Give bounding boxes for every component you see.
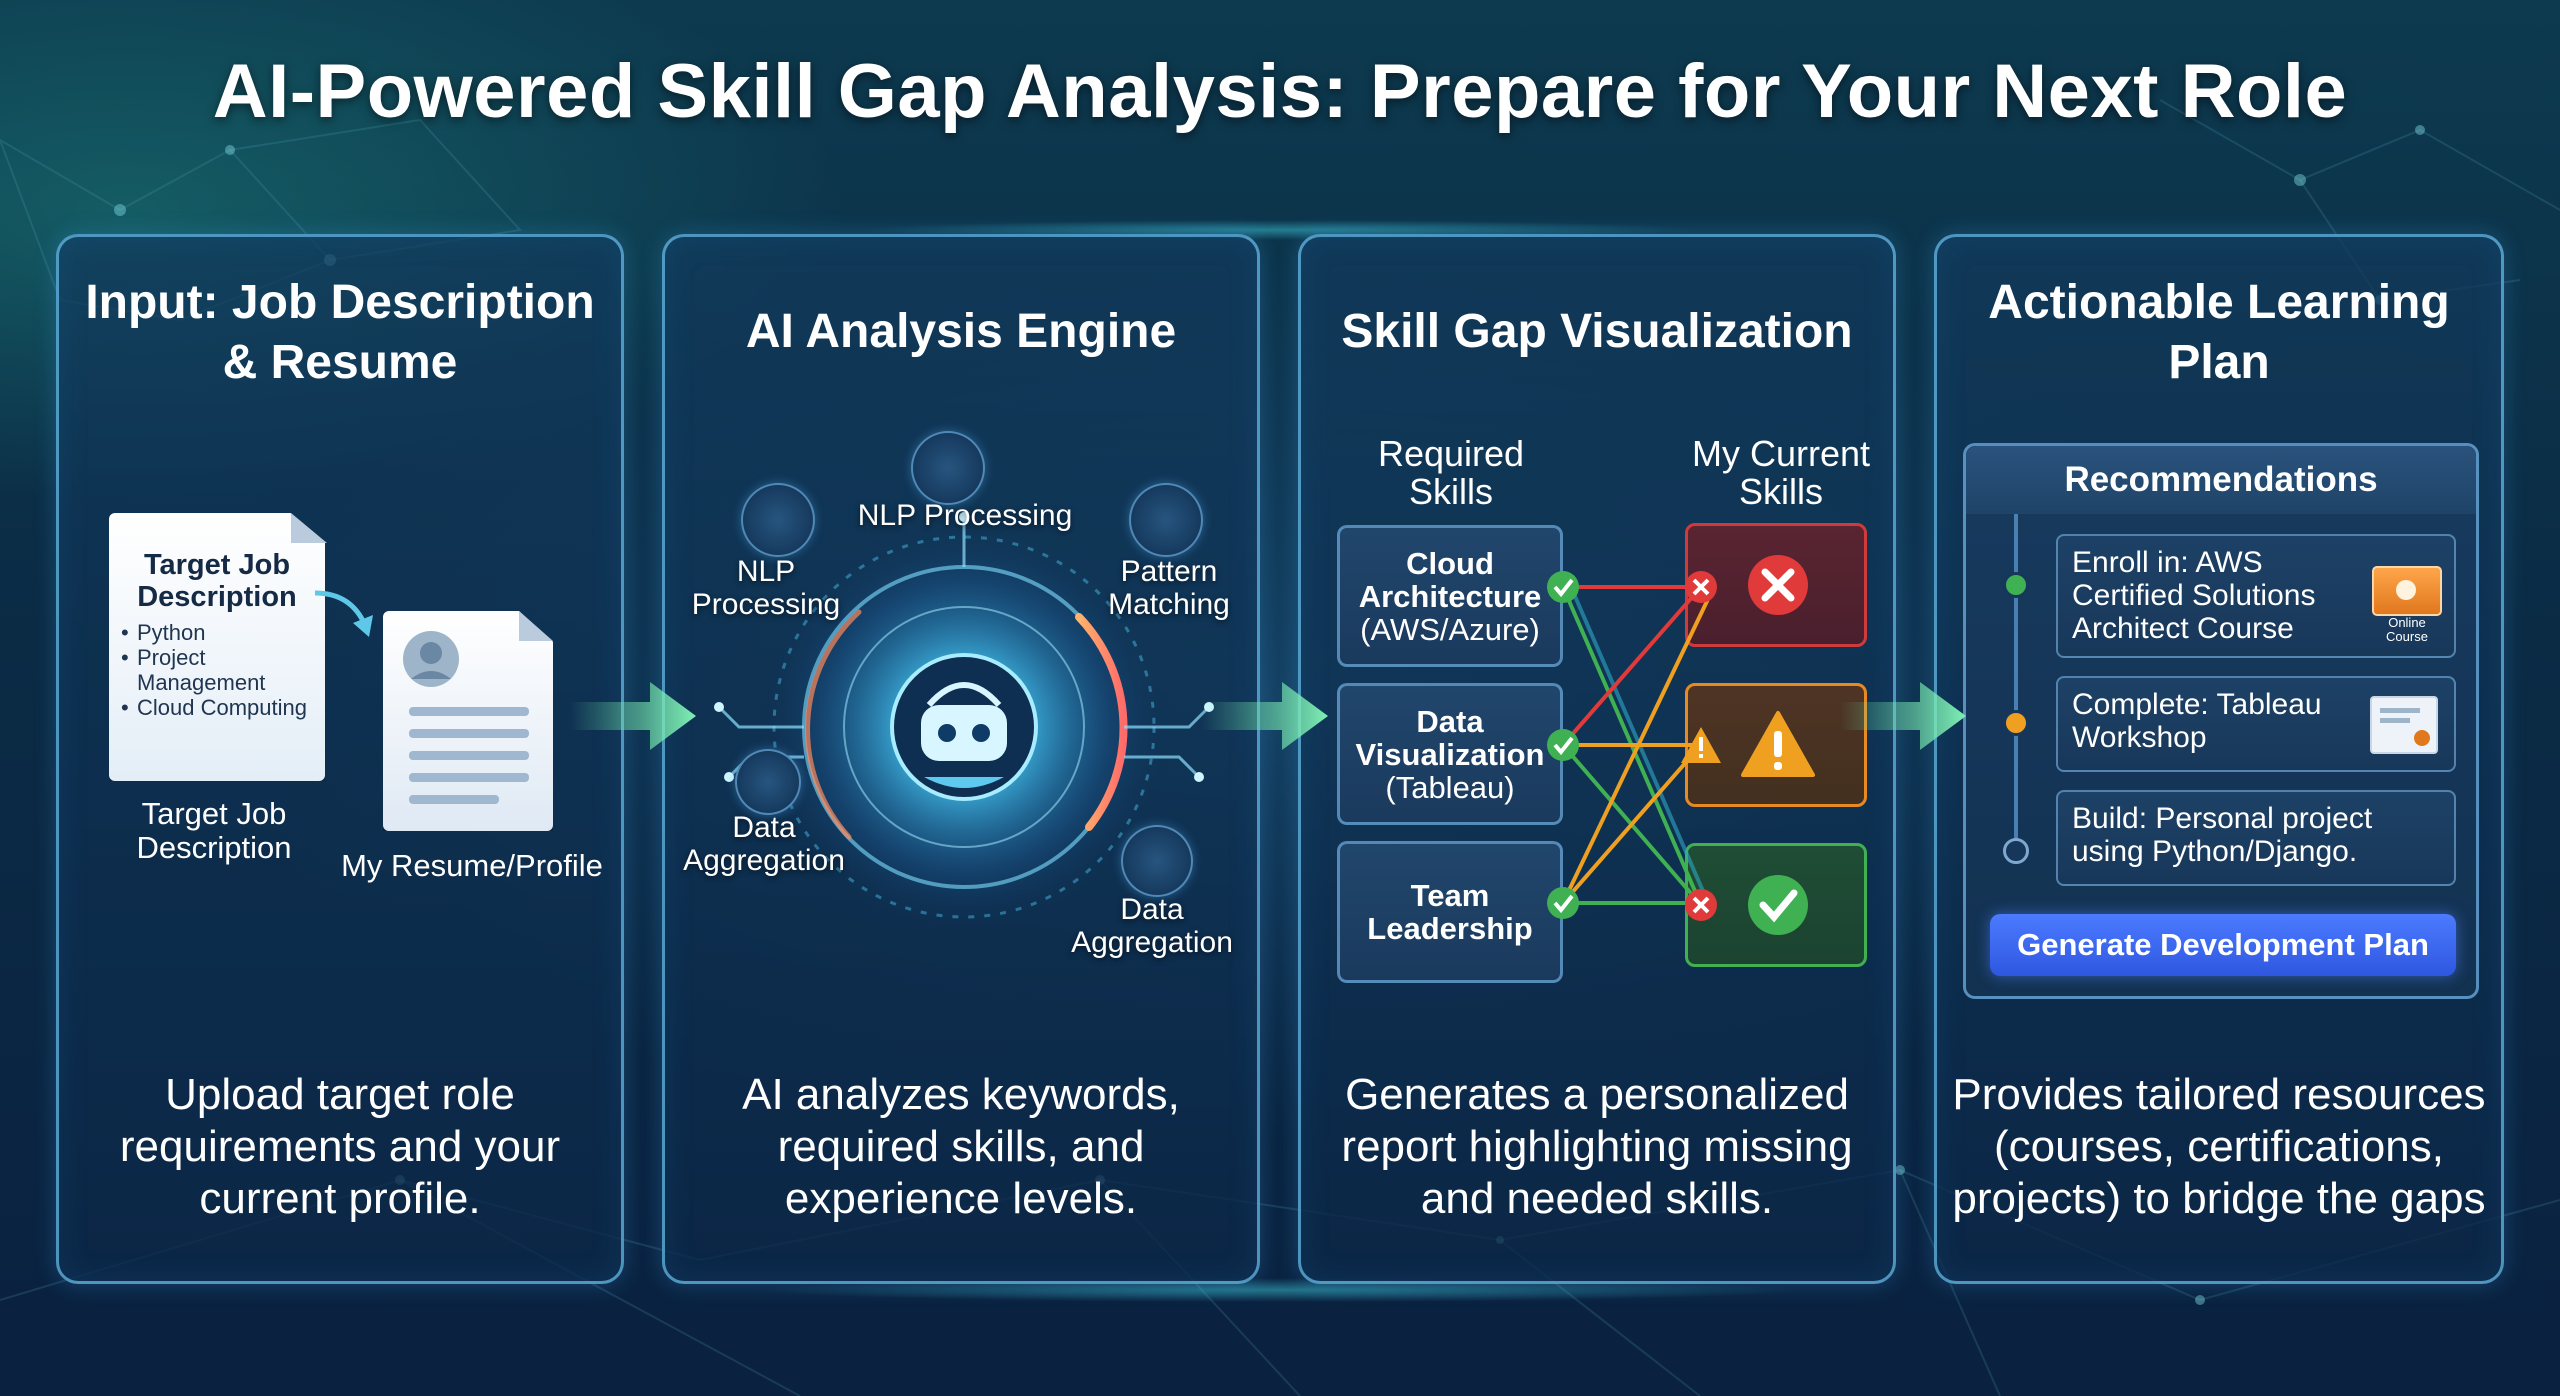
page-title: AI-Powered Skill Gap Analysis: Prepare f… (212, 49, 2348, 134)
job-doc-caption: Target Job Description (136, 796, 292, 865)
panel-engine: AI Analysis Engine (662, 234, 1260, 1284)
job-doc-item: Cloud Computing (121, 695, 321, 720)
flow-arrow-3 (1840, 682, 1966, 750)
timeline-dot (2003, 572, 2029, 598)
recommendation-text: Enroll in: AWS Certified Solutions Archi… (2072, 546, 2316, 645)
column-required-skills: Required Skills (1377, 433, 1525, 512)
panel-input: Input: Job Description & Resume Target J… (56, 234, 624, 1284)
small-x-icon (1685, 571, 1717, 921)
pattern-icon (1129, 483, 1203, 557)
certificate-icon (2370, 696, 2438, 754)
resume-caption: My Resume/Profile (341, 848, 603, 883)
course-badge: Online Course (2386, 615, 2428, 644)
job-doc-item: Project Management (121, 645, 321, 695)
panel-visualization-footer: Generates a personalized report highligh… (1341, 1070, 1853, 1223)
timeline-line (2014, 514, 2018, 854)
recommendations-card: Recommendations Enroll in: AWS Certified… (1963, 443, 2479, 999)
label-data-aggregation-right: Data Aggregation (1071, 893, 1233, 959)
panel-visualization: Skill Gap Visualization Required Skills … (1298, 234, 1896, 1284)
skill-cloud-architecture: Cloud Architecture(AWS/Azure) (1337, 525, 1563, 667)
panel-engine-heading: AI Analysis Engine (745, 305, 1177, 358)
timeline-dot (2003, 710, 2029, 736)
recommendation-text: Build: Personal project using Python/Dja… (2072, 802, 2373, 868)
video-course-icon (2372, 566, 2442, 616)
panel-visualization-heading: Skill Gap Visualization (1341, 305, 1853, 358)
skill-detail: (Tableau) (1385, 769, 1515, 805)
robot-icon (1121, 825, 1193, 897)
recommendation-item[interactable]: Complete: Tableau Workshop (2056, 676, 2456, 772)
document-fold-icon (291, 513, 327, 543)
skill-name: Team Leadership (1367, 878, 1533, 946)
label-nlp-left: NLP Processing (691, 555, 841, 621)
panel-input-footer: Upload target role requirements and your… (119, 1070, 561, 1223)
warning-icon (1741, 711, 1815, 777)
job-doc-requirements: Python Project Management Cloud Computin… (121, 620, 321, 720)
recommendations-title: Recommendations (1966, 446, 2476, 514)
flow-arrow-2 (1202, 682, 1328, 750)
generate-plan-button[interactable]: Generate Development Plan (1990, 914, 2456, 976)
recommendation-text: Complete: Tableau Workshop (2072, 688, 2322, 754)
panel-input-heading: Input: Job Description & Resume (85, 276, 595, 389)
gear-icon (735, 749, 801, 815)
small-warning-icon (1681, 727, 1721, 763)
recommendation-item[interactable]: Enroll in: AWS Certified Solutions Archi… (2056, 534, 2456, 658)
column-current-skills: My Current Skills (1691, 433, 1871, 512)
panel-plan-heading: Actionable Learning Plan (1988, 276, 2450, 389)
timeline-dot (2003, 838, 2029, 864)
label-data-aggregation-left: Data Aggregation (683, 811, 845, 877)
network-icon (741, 483, 815, 557)
panel-engine-footer: AI analyzes keywords, required skills, a… (742, 1070, 1180, 1223)
check-icon (1547, 571, 1579, 919)
skill-detail: (AWS/Azure) (1360, 611, 1540, 647)
label-pattern-matching: Pattern Matching (1108, 555, 1230, 621)
user-avatar-icon (403, 631, 529, 804)
checkmark-icon (1748, 875, 1808, 935)
panel-plan: Actionable Learning Plan Recommendations… (1934, 234, 2504, 1284)
job-doc-title: Target Job Description (137, 549, 297, 613)
panel-plan-footer: Provides tailored resources (courses, ce… (1952, 1070, 2486, 1223)
skill-name: Cloud Architecture (1358, 545, 1542, 614)
flow-arrow-1 (570, 682, 696, 750)
ai-core-illustration (714, 512, 1214, 937)
recommendation-item[interactable]: Build: Personal project using Python/Dja… (2056, 790, 2456, 886)
skill-data-visualization: Data Visualization(Tableau) (1337, 683, 1563, 825)
skill-links (1547, 555, 1815, 935)
skill-name: Data Visualization (1355, 703, 1545, 772)
brain-icon (911, 431, 985, 505)
curved-arrow-icon (314, 590, 373, 637)
x-mark-icon (1748, 555, 1808, 615)
label-nlp-top: NLP Processing (857, 499, 1073, 532)
skill-team-leadership: Team Leadership (1337, 841, 1563, 983)
job-doc-item: Python (121, 620, 321, 645)
